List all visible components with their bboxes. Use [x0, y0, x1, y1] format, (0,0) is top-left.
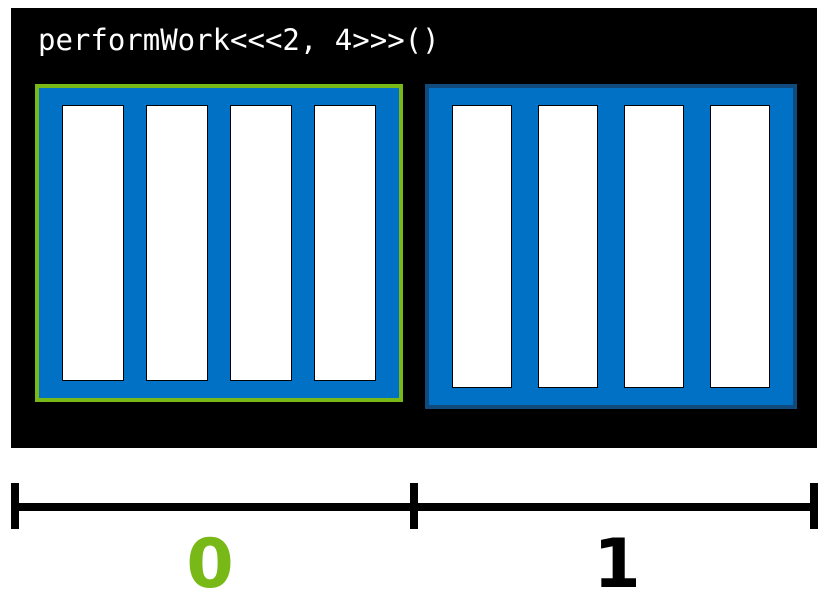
thread-0-1[interactable] — [146, 105, 208, 381]
kernel-launch-title: performWork<<<2, 4>>>() — [38, 23, 440, 57]
thread-0-2[interactable] — [230, 105, 292, 381]
thread-1-0[interactable] — [452, 105, 512, 388]
axis-tick-center — [410, 483, 418, 529]
axis-label-block-0: 0 — [186, 525, 234, 604]
thread-1-3[interactable] — [710, 105, 770, 388]
thread-1-2[interactable] — [624, 105, 684, 388]
thread-block-1[interactable] — [425, 84, 797, 409]
thread-0-3[interactable] — [314, 105, 376, 381]
cuda-grid-panel: performWork<<<2, 4>>>() — [11, 8, 817, 448]
thread-0-0[interactable] — [62, 105, 124, 381]
axis-label-block-1: 1 — [593, 525, 641, 604]
axis-tick-left — [11, 483, 19, 529]
block-index-axis — [0, 460, 831, 535]
thread-block-0[interactable] — [35, 84, 403, 402]
axis-tick-right — [810, 483, 818, 529]
blocks-row — [11, 80, 817, 420]
thread-1-1[interactable] — [538, 105, 598, 388]
